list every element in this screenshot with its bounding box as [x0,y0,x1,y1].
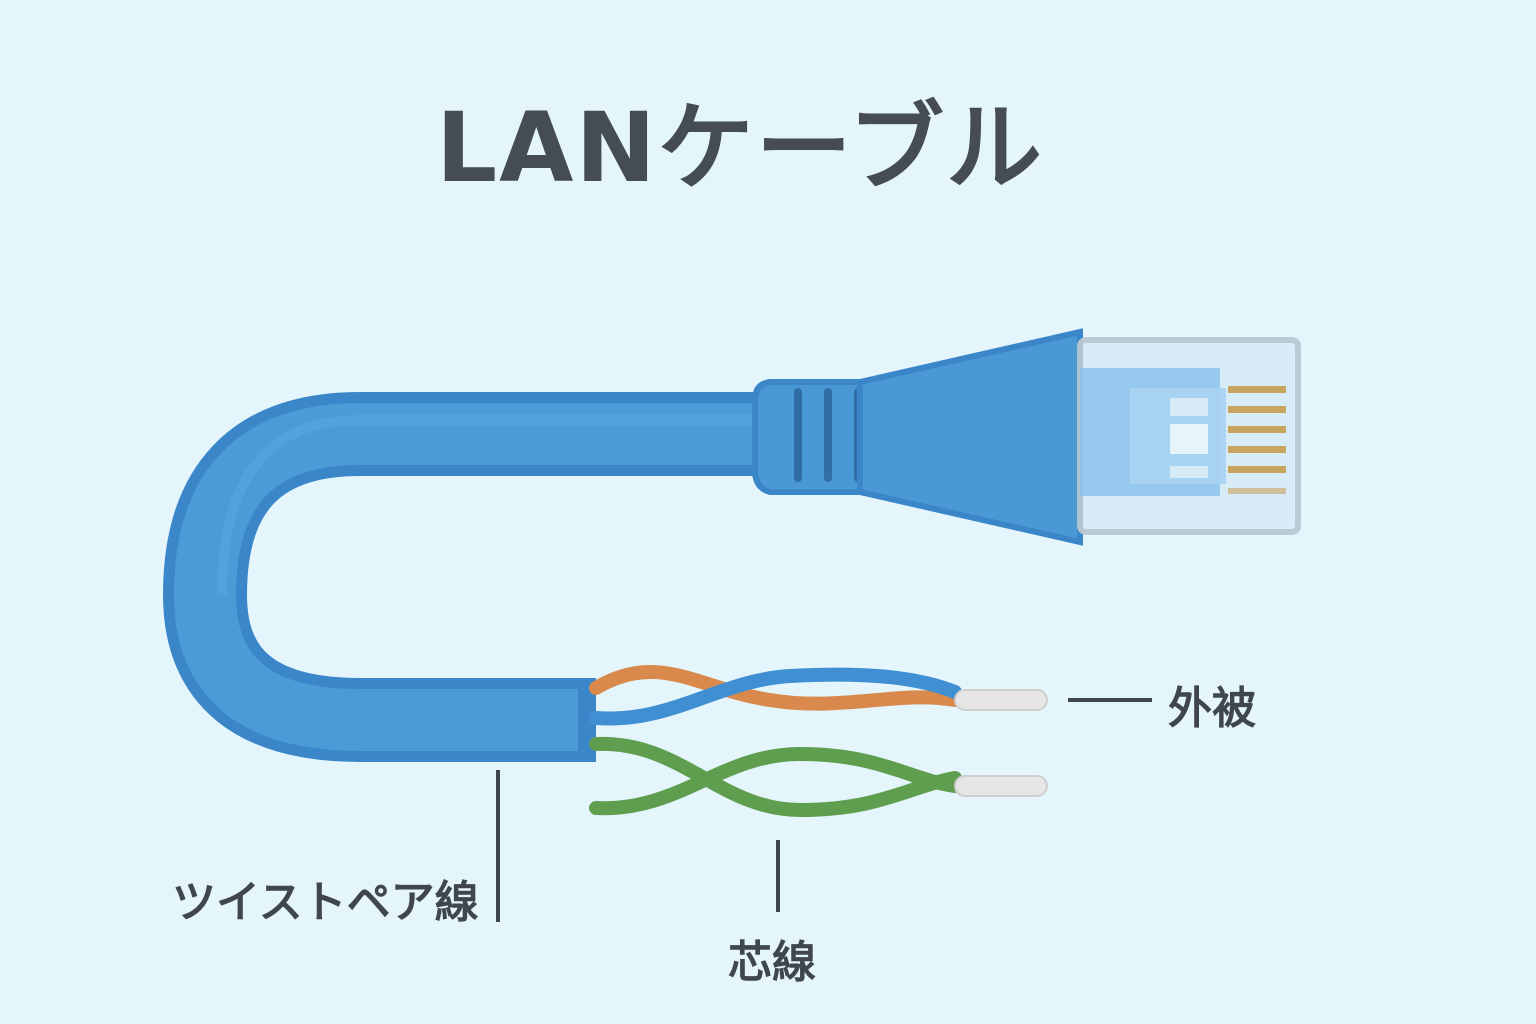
core-wire-label: 芯線 [728,937,816,988]
connector-boot [752,328,1083,546]
cable-body [162,392,770,762]
conductor-tip [954,775,1048,797]
plug-contacts [1228,386,1286,494]
twisted-pair-green [589,736,1048,818]
page-title: LANケーブル [435,92,1045,204]
twisted-pair-orange-blue [589,665,1048,726]
twisted-pair-label: ツイストペア線 [172,877,479,928]
rj45-plug [1077,337,1301,535]
conductor-tip [954,689,1048,711]
sheath-label: 外被 [1168,683,1256,734]
